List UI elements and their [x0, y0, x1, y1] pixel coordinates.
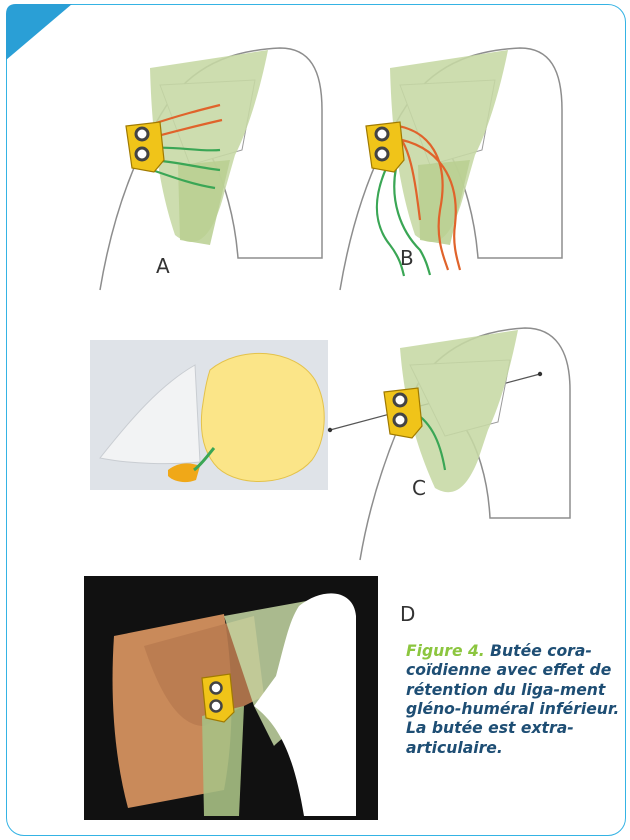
caption-label: Figure 4. — [406, 642, 485, 660]
panel-c-illustration — [350, 310, 590, 570]
panel-c-inset — [90, 340, 328, 490]
humeral-head — [201, 353, 324, 481]
panel-label-a: A — [156, 254, 170, 278]
panel-label-c: C — [412, 476, 426, 500]
panel-b-illustration — [330, 30, 590, 300]
screw-upper — [394, 394, 406, 406]
corner-triangle — [6, 4, 76, 64]
figure-caption: Figure 4. Butée cora-coïdienne avec effe… — [406, 642, 626, 758]
screw-lower — [136, 148, 148, 160]
graft — [202, 674, 234, 722]
screw-lower — [376, 148, 388, 160]
panel-d-illustration — [84, 576, 378, 820]
panel-label-d: D — [400, 602, 415, 626]
screw-upper — [136, 128, 148, 140]
panel-label-b: B — [400, 246, 414, 270]
subscapularis-green — [202, 706, 244, 816]
screw-upper — [376, 128, 388, 140]
screw-lower — [211, 701, 222, 712]
subscapularis-muscle — [178, 160, 230, 245]
panel-a-illustration — [90, 30, 330, 300]
subscapularis-muscle — [418, 160, 470, 245]
arrow-end-left — [328, 428, 332, 432]
screw-lower — [394, 414, 406, 426]
screw-upper — [211, 683, 222, 694]
